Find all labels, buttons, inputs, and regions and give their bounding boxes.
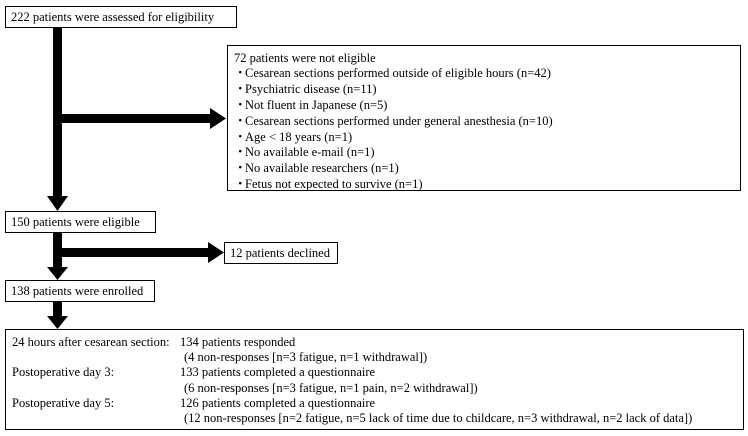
followup-row: 24 hours after cesarean section: 134 pati… <box>12 335 737 350</box>
exclusion-reason: ・Age < 18 years (n=1) <box>234 130 734 146</box>
exclusion-reason: ・Cesarean sections performed outside of … <box>234 66 734 82</box>
eligible-box: 150 patients were eligible <box>5 211 156 233</box>
exclusion-reason-text: No available e-mail (n=1) <box>245 145 375 160</box>
not-eligible-title: 72 patients were not eligible <box>234 51 376 65</box>
followup-result: 134 patients responded <box>180 335 296 349</box>
followup-row: Postoperative day 5: 126 patients complet… <box>12 396 737 411</box>
bullet-glyph: ・ <box>234 161 247 176</box>
followup-nonresponses: (4 non-responses [n=3 fatigue, n=1 withd… <box>184 350 428 365</box>
exclusion-arrow-shaft <box>62 114 212 123</box>
eligible-text: 150 patients were eligible <box>11 215 140 229</box>
exclusion-reason-text: Cesarean sections performed outside of e… <box>245 66 551 80</box>
bullet-glyph: ・ <box>234 177 247 192</box>
followup-nonresponses: (6 non-responses [n=3 fatigue, n=1 pain,… <box>184 380 478 395</box>
exclusion-reason: ・Cesarean sections performed under gener… <box>234 114 734 130</box>
declined-box: 12 patients declined <box>224 242 338 264</box>
declined-arrow-shaft <box>62 248 210 257</box>
followup-nonresponses: (12 non-responses [n=2 fatigue, n=5 lack… <box>184 410 693 425</box>
followup-detail-row: (6 non-responses [n=3 fatigue, n=1 pain,… <box>12 381 737 396</box>
exclusion-reason: ・Fetus not expected to survive (n=1) <box>234 177 734 193</box>
enrolled-box: 138 patients were enrolled <box>5 280 155 302</box>
followup-result: 133 patients completed a questionnaire <box>180 365 376 380</box>
exclusion-reason-text: No available researchers (n=1) <box>245 161 399 176</box>
exclusion-reason-text: Cesarean sections performed under genera… <box>245 113 553 128</box>
exclusion-reason: ・Psychiatric disease (n=11) <box>234 82 734 98</box>
exclusion-reason-text: Not fluent in Japanese (n=5) <box>245 97 388 112</box>
exclusion-reason: ・No available e-mail (n=1) <box>234 145 734 161</box>
bullet-glyph: ・ <box>234 145 247 160</box>
exclusion-reason: ・No available researchers (n=1) <box>234 161 734 177</box>
followup-detail-row: (12 non-responses [n=2 fatigue, n=5 lack… <box>12 411 737 426</box>
exclusion-reason: ・Not fluent in Japanese (n=5) <box>234 98 734 114</box>
bullet-glyph: ・ <box>234 66 247 80</box>
followup-row: Postoperative day 3: 133 patients complet… <box>12 365 737 380</box>
main-arrow-shaft-2 <box>53 233 62 269</box>
exclusion-reasons-list: ・Cesarean sections performed outside of … <box>234 66 734 193</box>
followup-timepoint: 24 hours after cesarean section: <box>12 335 170 349</box>
followup-result: 126 patients completed a questionnaire <box>180 395 376 410</box>
main-arrow-head-3 <box>47 316 68 329</box>
enrolled-text: 138 patients were enrolled <box>11 284 144 298</box>
exclusion-arrow-head <box>210 108 226 129</box>
declined-arrow-head <box>208 242 224 263</box>
exclusion-reason-text: Psychiatric disease (n=11) <box>245 81 377 96</box>
main-arrow-shaft-3 <box>53 302 62 318</box>
declined-text: 12 patients declined <box>230 246 330 260</box>
followup-timepoint: Postoperative day 5: <box>12 395 115 410</box>
bullet-glyph: ・ <box>234 113 247 128</box>
bullet-glyph: ・ <box>234 129 247 144</box>
bullet-glyph: ・ <box>234 81 247 96</box>
main-arrow-head-1 <box>47 196 68 211</box>
follow-up-box: 24 hours after cesarean section: 134 pati… <box>5 329 744 430</box>
followup-detail-row: (4 non-responses [n=3 fatigue, n=1 withd… <box>12 350 737 365</box>
not-eligible-box: 72 patients were not eligible ・Cesarean … <box>227 45 741 191</box>
exclusion-reason-text: Age < 18 years (n=1) <box>245 129 353 144</box>
main-arrow-head-2 <box>47 267 68 280</box>
assessed-text: 222 patients were assessed for eligibili… <box>11 10 215 24</box>
main-arrow-shaft-1 <box>53 28 62 198</box>
exclusion-reason-text: Fetus not expected to survive (n=1) <box>245 177 423 192</box>
bullet-glyph: ・ <box>234 97 247 112</box>
followup-timepoint: Postoperative day 3: <box>12 365 115 380</box>
assessed-box: 222 patients were assessed for eligibili… <box>5 6 237 28</box>
